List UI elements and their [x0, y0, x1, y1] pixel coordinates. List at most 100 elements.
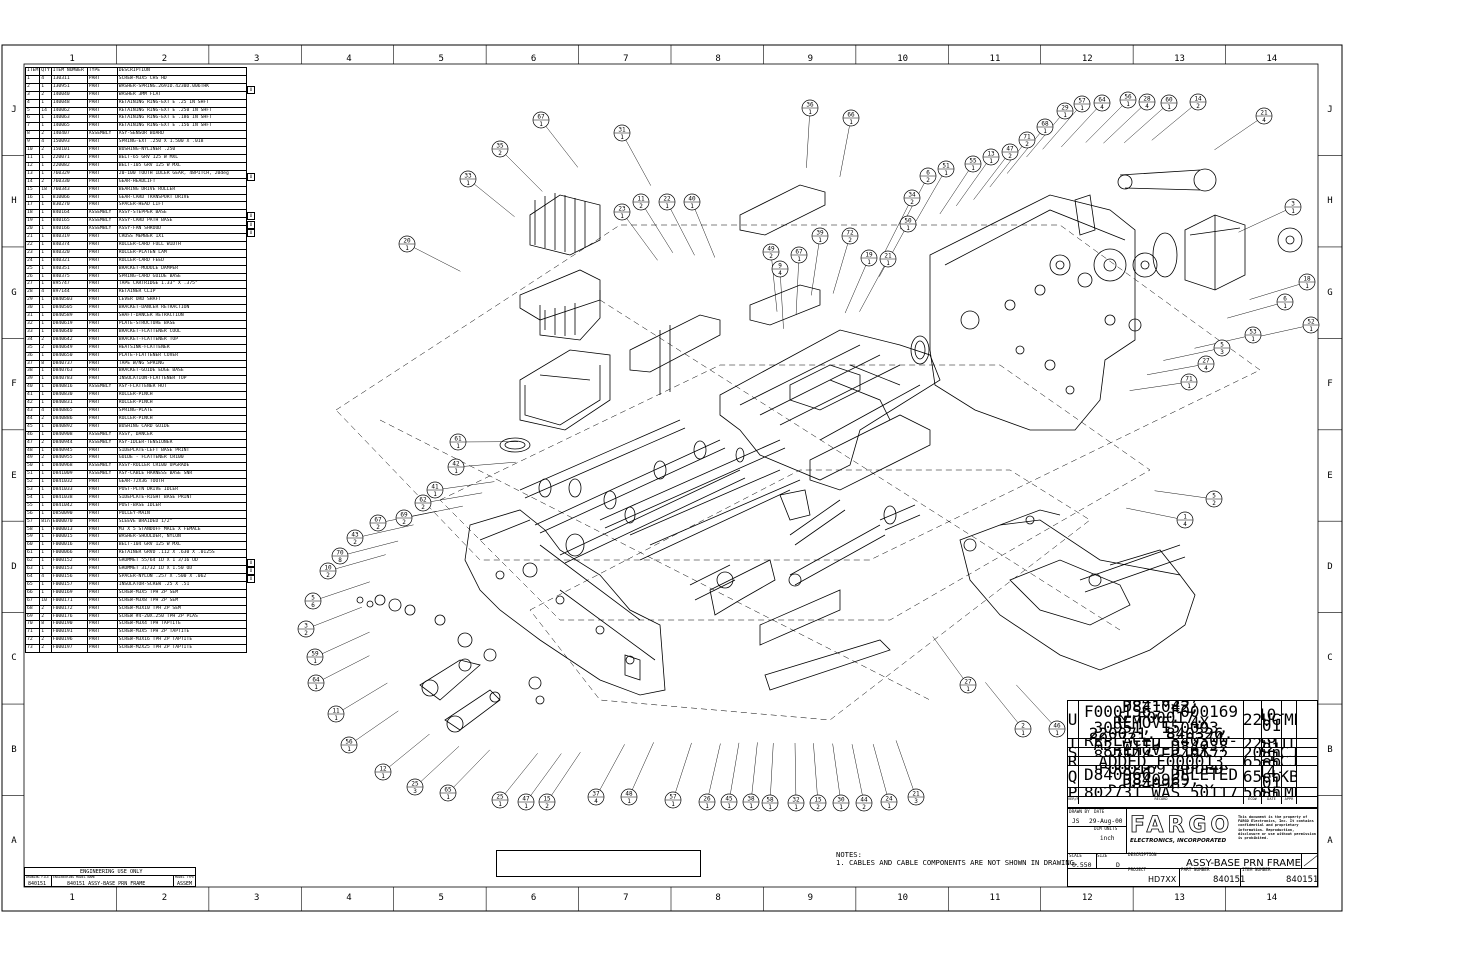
callout-item-number: 44 — [860, 797, 868, 804]
callout-item-number: 5 — [311, 595, 315, 602]
zone-label: B — [11, 744, 17, 755]
drawn-by-label: DRAWN BY — [1069, 810, 1090, 815]
bom-qty: 1 — [39, 280, 52, 290]
bom-type: PART — [86, 264, 118, 274]
balloon-callout: 112 — [632, 193, 650, 211]
bom-type: PART — [86, 644, 118, 654]
callout-item-number: 11 — [332, 708, 340, 715]
bom-description: 20-100 TOOTH IDLER GEAR, 48PITCH, 20deg — [116, 169, 248, 179]
bom-number: 140063 — [50, 114, 88, 124]
bom-item: 48 — [24, 446, 41, 456]
callout-item-number: 15 — [814, 797, 822, 804]
bom-item: 33 — [24, 327, 41, 337]
callout-quantity: 1 — [1251, 336, 1255, 343]
bom-item: 2 — [24, 82, 41, 92]
balloon-callout: 142 — [1189, 93, 1207, 111]
callout-item-number: 69 — [400, 512, 408, 519]
callout-item-number: 71 — [1185, 376, 1193, 383]
callout-leader — [708, 743, 721, 795]
callout-quantity: 1 — [887, 803, 891, 810]
bom-item: 25 — [24, 264, 41, 274]
callout-quantity: 2 — [421, 504, 425, 511]
bom-item: 18 — [24, 209, 41, 219]
bom-type: ASSEMBLY — [86, 217, 118, 227]
revision-date: 14-Feb-01 — [1262, 766, 1282, 788]
bom-qty: 2 — [39, 343, 52, 353]
bom-qty: 1 — [39, 114, 52, 124]
balloon-callout: 213 — [907, 788, 925, 806]
callout-quantity: 1 — [1283, 303, 1287, 310]
balloon-callout: 501 — [899, 215, 917, 233]
bom-number: 140062 — [50, 106, 88, 116]
balloon-callout: 231 — [613, 203, 631, 221]
bom-qty: 2 — [39, 90, 52, 100]
balloon-callout: 181 — [1298, 273, 1316, 291]
bom-description: ASSY-ROLLER CR100 UPGRADE — [116, 462, 248, 472]
bom-item: 36 — [24, 351, 41, 361]
bom-type: PART — [86, 478, 118, 488]
bom-item: 4 — [24, 98, 41, 108]
callout-leader — [675, 742, 692, 793]
callout-quantity: 1 — [1305, 283, 1309, 290]
zone-label: 6 — [530, 893, 537, 903]
bom-type: PART — [86, 359, 118, 369]
balloon-callout: 661 — [842, 109, 860, 127]
callout-item-number: 41 — [431, 484, 439, 491]
callout-item-number: 61 — [454, 436, 462, 443]
bom-description: BELT-65 GRV 125 W MXL — [116, 153, 248, 163]
callout-quantity: 1 — [966, 686, 970, 693]
callout-leader — [939, 170, 969, 215]
bom-description: GEAR-72X36 TOOTH — [116, 478, 248, 488]
bom-number: F000190 — [50, 620, 88, 630]
bom-item: 50 — [24, 462, 41, 472]
balloon-callout: 271 — [959, 676, 977, 694]
bom-qty: 1 — [39, 327, 52, 337]
callout-item-number: 59 — [311, 651, 319, 658]
bom-number: 130311 — [50, 74, 88, 84]
bom-description: TAPE CARTRIDGE 1.33" X .375" — [116, 280, 248, 290]
bom-description: ASSY-CARD PATH BASE — [116, 217, 248, 227]
bom-number: 840165 — [50, 217, 88, 227]
bom-qty: 1 — [39, 462, 52, 472]
zone-label: 2 — [161, 893, 168, 903]
bom-description: BRACKET-GUIDE EDGE BASE — [116, 367, 248, 377]
callout-quantity: 8 — [338, 557, 342, 564]
bom-type: PART — [86, 153, 118, 163]
bom-type: PART — [86, 486, 118, 495]
bom-description: SPRING-PLATE — [116, 406, 248, 416]
bom-type: ASSEMBLY — [86, 209, 118, 219]
bom-description: SHAFT-DANCER RETRACTION — [116, 312, 248, 321]
bom-qty: 1 — [39, 264, 52, 274]
balloon-callout: 712 — [1018, 131, 1036, 149]
bom-description: M3 X 5 STANDOFF MALE X FEMALE — [116, 525, 248, 535]
bom-type: PART — [86, 533, 118, 543]
callout-quantity: 1 — [886, 260, 890, 267]
callout-leader — [985, 682, 1019, 723]
callout-leader — [832, 243, 848, 294]
bom-item: 10 — [24, 146, 41, 155]
units-label: DIM UNITS — [1094, 827, 1118, 832]
callout-item-number: 6 — [1283, 296, 1287, 303]
bom-description: INSULATOR-SCREW .25 X .51 — [116, 580, 248, 590]
bom-type: PART — [86, 335, 118, 345]
bom-qty: 4 — [39, 406, 52, 416]
revision-header-date: DATE — [1262, 797, 1282, 804]
callout-item-number: 64 — [312, 677, 320, 684]
callout-quantity: 1 — [690, 203, 694, 210]
callout-leader — [1126, 507, 1178, 519]
